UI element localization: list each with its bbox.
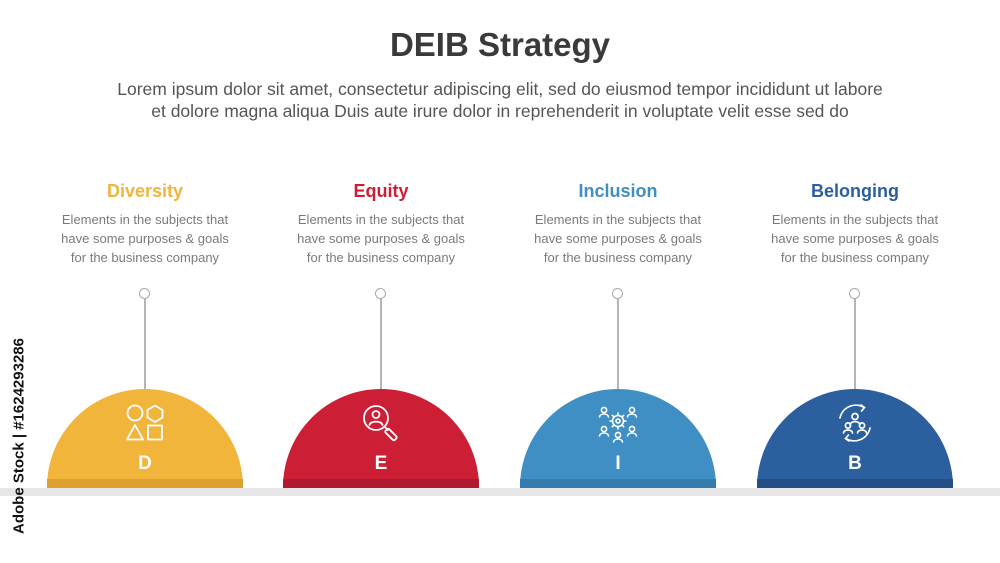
item-letter: D <box>138 453 152 474</box>
team-gear-icon <box>598 406 638 443</box>
pin-marker <box>375 288 386 299</box>
item-heading: Diversity <box>106 181 184 201</box>
pin-marker <box>849 288 860 299</box>
item-heading: Inclusion <box>578 181 658 201</box>
search-user-icon <box>363 405 398 442</box>
pin-marker <box>612 288 623 299</box>
half-circle-base <box>520 479 716 488</box>
item-description: Elements in the subjects that have some … <box>771 212 939 265</box>
deib-item-belonging: Belonging Elements in the subjects that … <box>757 0 953 563</box>
shapes-icon <box>126 404 164 441</box>
half-circle-base <box>283 479 479 488</box>
item-letter: B <box>848 453 862 474</box>
floor-bar <box>0 488 1000 496</box>
subtitle-line-2: et dolore magna aliqua Duis aute irure d… <box>151 101 849 121</box>
item-heading: Belonging <box>811 181 899 201</box>
subtitle-line-1: Lorem ipsum dolor sit amet, consectetur … <box>117 79 883 99</box>
deib-item-equity: Equity Elements in the subjects that hav… <box>283 0 479 563</box>
pin-line <box>854 299 856 391</box>
item-description: Elements in the subjects that have some … <box>61 212 229 265</box>
page-subtitle: Lorem ipsum dolor sit amet, consectetur … <box>40 78 960 122</box>
page-title: DEIB Strategy <box>389 26 611 63</box>
half-circle-base <box>757 479 953 488</box>
watermark: Adobe Stock | #1624293286 <box>8 316 30 556</box>
item-description: Elements in the subjects that have some … <box>534 212 702 265</box>
deib-item-inclusion: Inclusion Elements in the subjects that … <box>520 0 716 563</box>
deib-item-diversity: Diversity Elements in the subjects that … <box>47 0 243 563</box>
item-description: Elements in the subjects that have some … <box>297 212 465 265</box>
half-circle-base <box>47 479 243 488</box>
watermark-text: Adobe Stock | #1624293286 <box>10 338 28 534</box>
item-heading: Equity <box>353 181 409 201</box>
item-letter: I <box>615 453 621 474</box>
pin-line <box>144 299 146 391</box>
item-letter: E <box>374 453 388 474</box>
pin-line <box>380 299 382 391</box>
group-cycle-icon <box>839 404 871 442</box>
pin-marker <box>139 288 150 299</box>
pin-line <box>617 299 619 391</box>
